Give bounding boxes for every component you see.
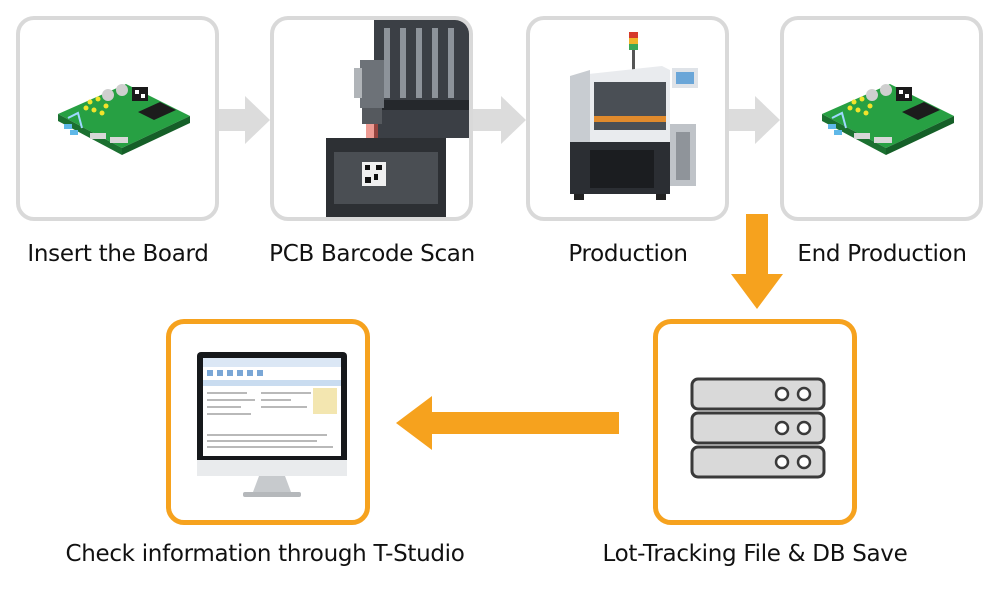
step-insert-board-box	[16, 16, 219, 221]
step-label-end-production: End Production	[797, 241, 967, 267]
step-label-barcode-scan: PCB Barcode Scan	[269, 241, 475, 267]
flow-arrow-3	[729, 96, 780, 144]
t-studio-box	[166, 319, 370, 525]
monitor-icon	[197, 352, 347, 497]
step-label-production: Production	[568, 241, 688, 267]
barcode-scanner-image	[326, 20, 469, 217]
step-end-production-box	[780, 16, 983, 221]
pcb-board-image	[58, 84, 190, 155]
flow-arrow-2	[473, 96, 526, 144]
flow-arrow-1	[219, 96, 270, 144]
orange-left-arrow	[396, 396, 619, 450]
orange-down-arrow	[731, 214, 783, 309]
lot-tracking-db-box	[653, 319, 857, 525]
step-label-insert-board: Insert the Board	[27, 241, 209, 267]
step-barcode-scan-box	[270, 16, 473, 221]
step-production-box	[526, 16, 729, 221]
pcb-board-image	[822, 84, 954, 155]
label-check-t-studio: Check information through T-Studio	[65, 541, 465, 567]
server-icon	[690, 377, 826, 479]
label-lot-tracking-db-save: Lot-Tracking File & DB Save	[602, 541, 908, 567]
smt-mounter-machine-image	[570, 32, 698, 200]
